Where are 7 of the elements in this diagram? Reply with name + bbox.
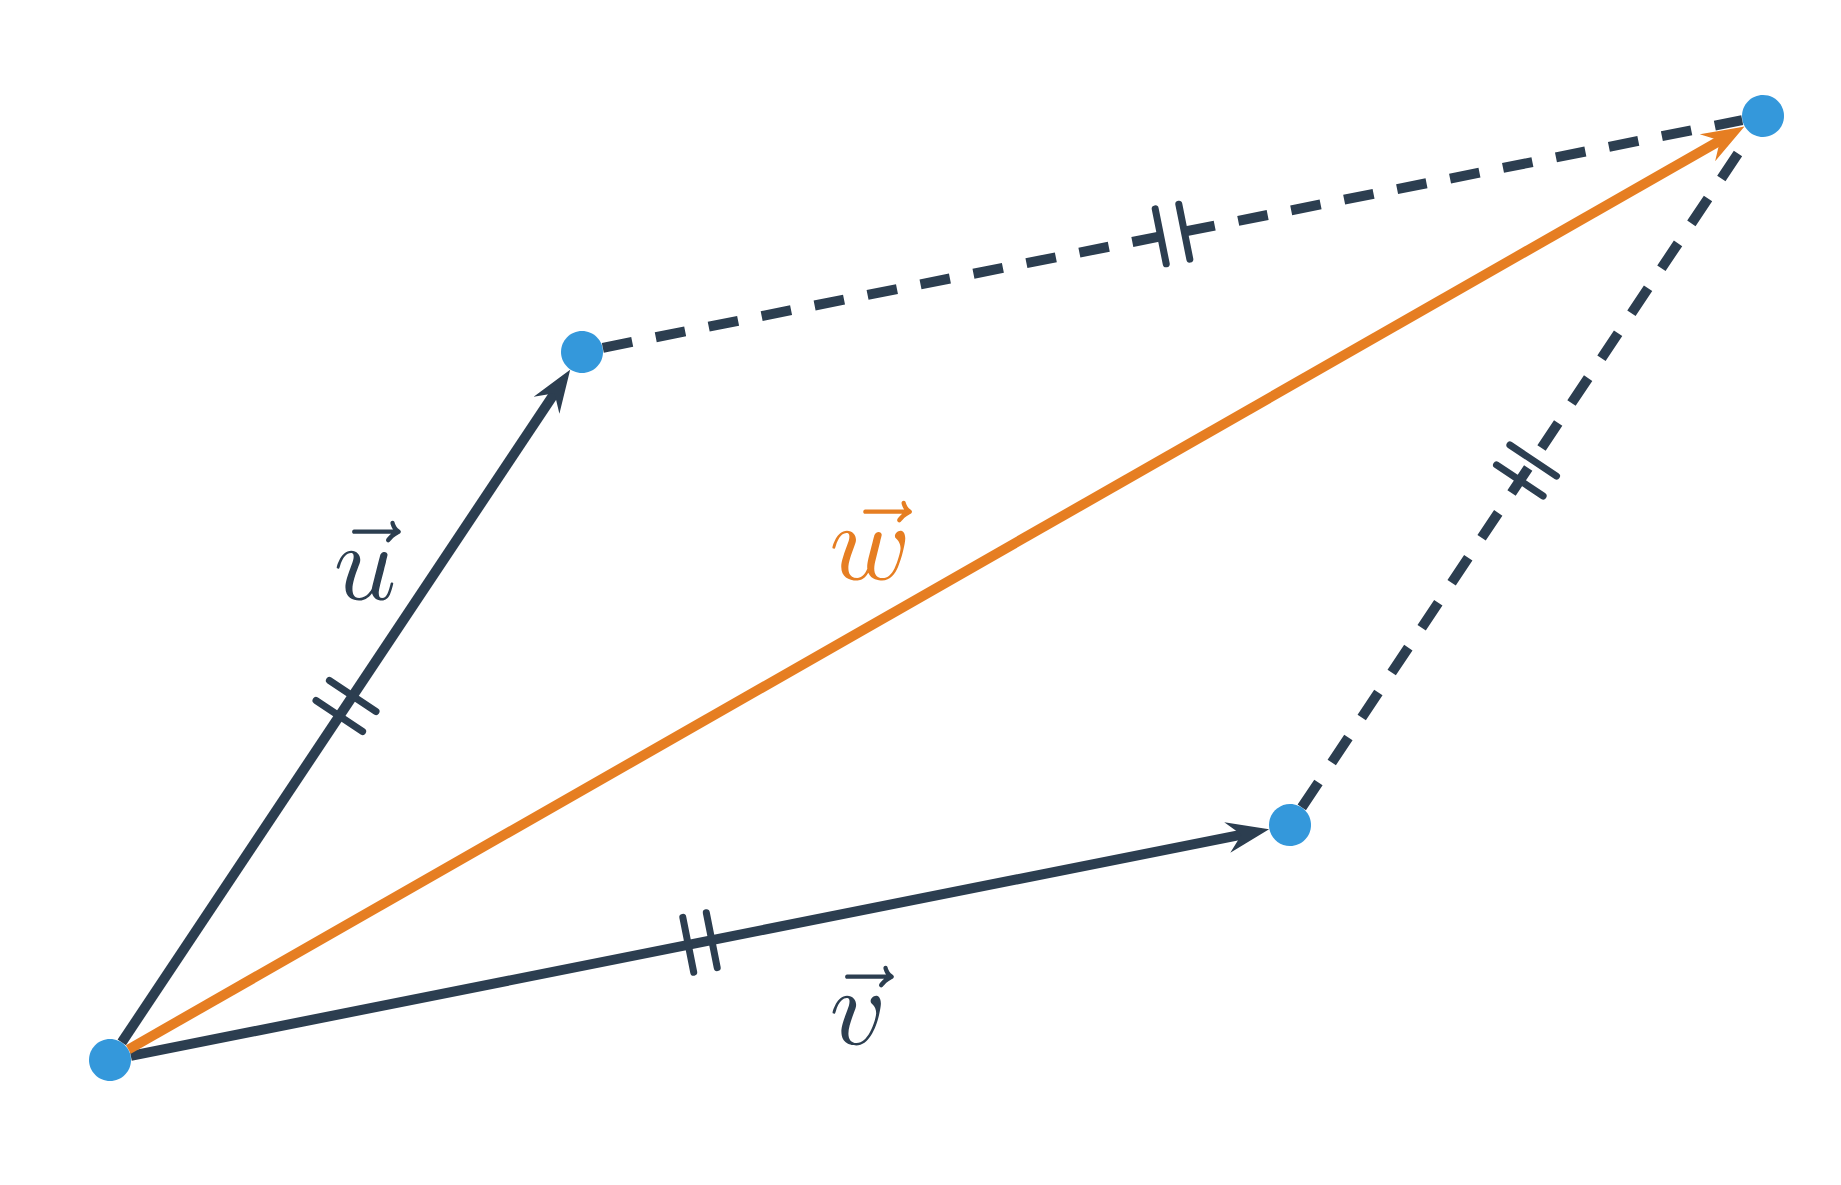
point <box>89 1039 131 1081</box>
vector-label: $\vec{u}$ <box>336 520 401 601</box>
point <box>1742 95 1784 137</box>
vector-label: $\vec{w}$ <box>832 500 912 581</box>
point <box>561 331 603 373</box>
point <box>1269 804 1311 846</box>
vector-label: $\vec{v}$ <box>832 965 894 1046</box>
